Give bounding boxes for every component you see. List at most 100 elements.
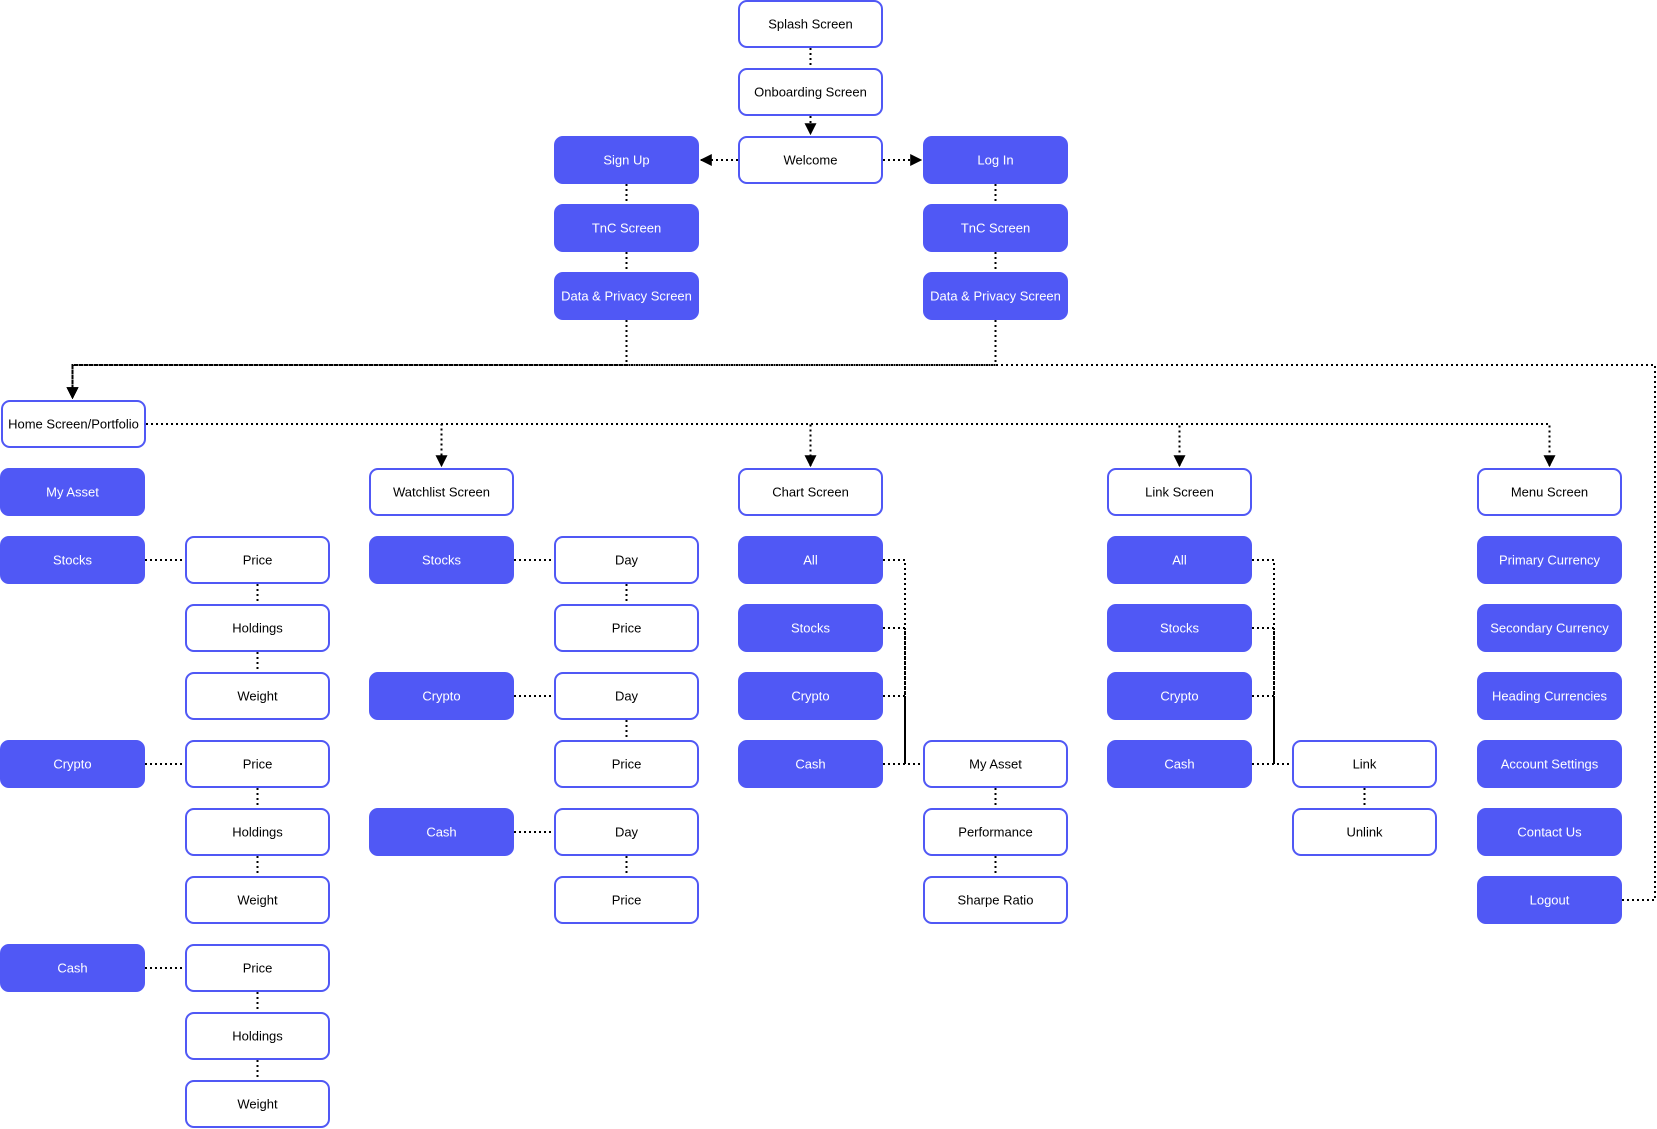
node-label: Onboarding Screen	[754, 84, 867, 99]
connector-home-to-chart	[146, 423, 817, 468]
node-box	[185, 944, 330, 992]
node-label: Data & Privacy Screen	[561, 288, 692, 303]
node-home-cash-holdings: Holdings	[185, 1012, 330, 1060]
node-watchlist: Watchlist Screen	[369, 468, 514, 516]
node-box	[554, 740, 699, 788]
node-box	[554, 604, 699, 652]
node-label: Cash	[795, 756, 825, 771]
node-label: All	[1172, 552, 1187, 567]
node-onboarding: Onboarding Screen	[738, 68, 883, 116]
node-box	[923, 740, 1068, 788]
node-menu-primary: Primary Currency	[1477, 536, 1622, 584]
node-label: Sharpe Ratio	[958, 892, 1034, 907]
node-label: Holdings	[232, 1028, 283, 1043]
node-home-cash-price: Price	[185, 944, 330, 992]
node-box	[738, 136, 883, 184]
node-splash: Splash Screen	[738, 0, 883, 48]
node-signup: Sign Up	[554, 136, 699, 184]
node-link-stocks: Stocks	[1107, 604, 1252, 652]
node-menu-contact: Contact Us	[1477, 808, 1622, 856]
node-wl-stocks-day: Day	[554, 536, 699, 584]
node-chart-all: All	[738, 536, 883, 584]
node-link-crypto: Crypto	[1107, 672, 1252, 720]
node-wl-cash: Cash	[369, 808, 514, 856]
connector-link_crypto-to-link_link	[1252, 695, 1275, 764]
node-menu: Menu Screen	[1477, 468, 1622, 516]
node-chart-stocks: Stocks	[738, 604, 883, 652]
node-chart-myasset: My Asset	[923, 740, 1068, 788]
node-box	[1477, 740, 1622, 788]
node-box	[738, 0, 883, 48]
node-label: Splash Screen	[768, 16, 853, 31]
node-box	[1477, 604, 1622, 652]
connector-chart_all-to-chart_myasset	[883, 559, 906, 764]
node-box	[369, 672, 514, 720]
node-label: Price	[612, 620, 642, 635]
node-label: Cash	[426, 824, 456, 839]
node-label: Crypto	[1160, 688, 1198, 703]
node-label: Weight	[237, 892, 278, 907]
node-box	[1107, 740, 1252, 788]
node-box	[738, 672, 883, 720]
node-box	[554, 808, 699, 856]
node-home-stocks-price: Price	[185, 536, 330, 584]
node-box	[1107, 672, 1252, 720]
node-label: Price	[243, 552, 273, 567]
node-box	[1292, 740, 1437, 788]
node-box	[554, 876, 699, 924]
node-label: Unlink	[1346, 824, 1383, 839]
connector-link_all-to-link_link	[1252, 559, 1275, 764]
node-label: Data & Privacy Screen	[930, 288, 1061, 303]
node-box	[185, 1012, 330, 1060]
node-chart-crypto: Crypto	[738, 672, 883, 720]
node-label: Heading Currencies	[1492, 688, 1607, 703]
connector-login_privacy-to-home	[66, 320, 997, 400]
node-home-myasset: My Asset	[0, 468, 145, 516]
node-home-stocks-holdings: Holdings	[185, 604, 330, 652]
node-box	[0, 740, 145, 788]
node-signup-privacy: Data & Privacy Screen	[554, 272, 699, 320]
node-home-crypto-price: Price	[185, 740, 330, 788]
node-label: Crypto	[53, 756, 91, 771]
node-link-link: Link	[1292, 740, 1437, 788]
node-menu-heading: Heading Currencies	[1477, 672, 1622, 720]
node-home-cash: Cash	[0, 944, 145, 992]
edges	[66, 48, 1656, 1080]
node-label: Crypto	[791, 688, 829, 703]
node-box	[185, 740, 330, 788]
node-label: Secondary Currency	[1490, 620, 1609, 635]
node-label: Watchlist Screen	[393, 484, 490, 499]
node-box	[738, 604, 883, 652]
node-box	[185, 876, 330, 924]
node-wl-cash-day: Day	[554, 808, 699, 856]
node-label: Menu Screen	[1511, 484, 1588, 499]
node-label: Stocks	[422, 552, 462, 567]
node-label: Cash	[1164, 756, 1194, 771]
node-box	[1477, 536, 1622, 584]
node-label: Stocks	[53, 552, 93, 567]
node-chart-cash: Cash	[738, 740, 883, 788]
node-box	[369, 536, 514, 584]
node-label: Account Settings	[1501, 756, 1599, 771]
node-chart-sharpe: Sharpe Ratio	[923, 876, 1068, 924]
node-box	[923, 876, 1068, 924]
node-box	[738, 68, 883, 116]
node-box	[1, 400, 146, 448]
node-box	[1477, 672, 1622, 720]
node-box	[369, 808, 514, 856]
node-menu-secondary: Secondary Currency	[1477, 604, 1622, 652]
node-home-cash-weight: Weight	[185, 1080, 330, 1128]
node-signup-tnc: TnC Screen	[554, 204, 699, 252]
node-box	[738, 536, 883, 584]
node-chart-performance: Performance	[923, 808, 1068, 856]
node-wl-stocks: Stocks	[369, 536, 514, 584]
node-label: Price	[243, 756, 273, 771]
node-label: Contact Us	[1517, 824, 1582, 839]
node-label: All	[803, 552, 818, 567]
node-box	[185, 604, 330, 652]
node-login: Log In	[923, 136, 1068, 184]
node-box	[554, 536, 699, 584]
node-label: Sign Up	[603, 152, 649, 167]
node-box	[185, 1080, 330, 1128]
